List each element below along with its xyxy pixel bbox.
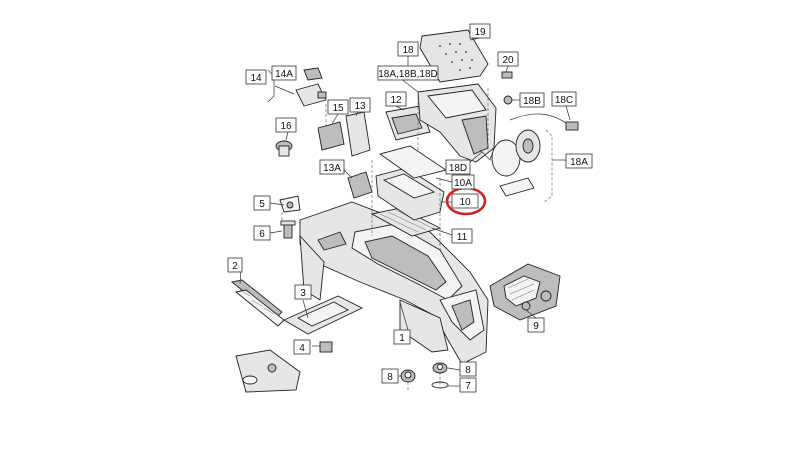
callout-18-group: 18A,18B,18D bbox=[377, 65, 439, 81]
callout-10: 10 bbox=[451, 193, 479, 209]
svg-text:8: 8 bbox=[387, 372, 393, 383]
part-18-armrest bbox=[417, 83, 497, 163]
callout-6: 6 bbox=[253, 225, 271, 241]
part-2-strip bbox=[230, 279, 285, 327]
svg-text:9: 9 bbox=[533, 321, 539, 332]
svg-text:13A: 13A bbox=[323, 163, 341, 174]
svg-text:18B: 18B bbox=[523, 96, 541, 107]
part-14a-button bbox=[303, 67, 323, 81]
part-6-screw bbox=[280, 220, 296, 239]
svg-text:10: 10 bbox=[459, 197, 471, 208]
callout-16: 16 bbox=[275, 117, 297, 133]
part-18d-wire bbox=[479, 147, 495, 161]
callout-8-left: 8 bbox=[381, 368, 399, 384]
part-13-cover bbox=[345, 111, 371, 157]
part-13a-switch bbox=[347, 171, 373, 199]
svg-text:14: 14 bbox=[250, 73, 262, 84]
callout-10a: 10A bbox=[451, 174, 475, 190]
part-12-box bbox=[385, 105, 431, 141]
svg-text:4: 4 bbox=[299, 343, 305, 354]
svg-text:16: 16 bbox=[280, 121, 292, 132]
callout-15: 15 bbox=[327, 99, 349, 115]
part-18a-speaker bbox=[491, 129, 541, 197]
callout-3: 3 bbox=[294, 284, 312, 300]
part-15-switch bbox=[317, 121, 345, 151]
callout-8-right: 8 bbox=[459, 361, 477, 377]
callout-18a: 18A bbox=[565, 153, 593, 169]
callout-4: 4 bbox=[293, 339, 311, 355]
part-16-bolt bbox=[275, 140, 293, 157]
callout-13: 13 bbox=[349, 97, 371, 113]
callout-1: 1 bbox=[393, 329, 411, 345]
svg-text:11: 11 bbox=[457, 232, 468, 243]
part-20-clip bbox=[501, 71, 513, 79]
callout-18: 18 bbox=[397, 41, 419, 57]
part-10-storage-bin bbox=[375, 167, 445, 221]
part-18b-connector bbox=[503, 95, 513, 105]
svg-text:18A: 18A bbox=[570, 157, 588, 168]
callout-18b: 18B bbox=[519, 92, 545, 108]
svg-text:14A: 14A bbox=[275, 69, 293, 80]
svg-text:20: 20 bbox=[502, 55, 514, 66]
svg-text:12: 12 bbox=[390, 95, 402, 106]
svg-text:6: 6 bbox=[259, 229, 265, 240]
svg-text:1: 1 bbox=[399, 333, 405, 344]
svg-text:13: 13 bbox=[354, 101, 366, 112]
callout-5: 5 bbox=[253, 195, 271, 211]
part-8-nut-left bbox=[400, 369, 416, 383]
callout-18c: 18C bbox=[551, 91, 577, 107]
callout-20: 20 bbox=[497, 51, 519, 67]
svg-text:18D: 18D bbox=[449, 163, 467, 174]
svg-text:18C: 18C bbox=[555, 95, 573, 106]
svg-text:7: 7 bbox=[465, 381, 471, 392]
callout-9: 9 bbox=[527, 317, 545, 333]
callout-11: 11 bbox=[451, 228, 473, 244]
svg-text:5: 5 bbox=[259, 199, 265, 210]
part-8-nut-right bbox=[432, 362, 448, 374]
lower-left-component bbox=[235, 349, 301, 393]
part-3-tray bbox=[283, 295, 364, 335]
callout-19: 19 bbox=[469, 23, 491, 39]
svg-text:8: 8 bbox=[465, 365, 471, 376]
part-4-clip bbox=[319, 341, 333, 353]
callout-14: 14 bbox=[245, 69, 267, 85]
callout-7: 7 bbox=[459, 377, 477, 393]
part-14-housing bbox=[295, 83, 327, 107]
callout-12: 12 bbox=[385, 91, 407, 107]
svg-text:10A: 10A bbox=[454, 178, 472, 189]
part-9-vent-panel bbox=[489, 263, 561, 321]
svg-text:2: 2 bbox=[232, 261, 238, 272]
callout-18d: 18D bbox=[445, 159, 471, 175]
callout-13a: 13A bbox=[319, 159, 345, 175]
part-18c-cable bbox=[509, 113, 579, 131]
svg-text:15: 15 bbox=[332, 103, 344, 114]
center-console-body bbox=[299, 201, 489, 365]
svg-text:3: 3 bbox=[300, 288, 306, 299]
callout-2: 2 bbox=[227, 257, 243, 273]
callout-14a: 14A bbox=[271, 65, 297, 81]
part-5-bracket bbox=[279, 195, 301, 213]
svg-text:18: 18 bbox=[402, 45, 414, 56]
svg-text:18A,18B,18D: 18A,18B,18D bbox=[378, 69, 438, 80]
svg-text:19: 19 bbox=[474, 27, 486, 38]
